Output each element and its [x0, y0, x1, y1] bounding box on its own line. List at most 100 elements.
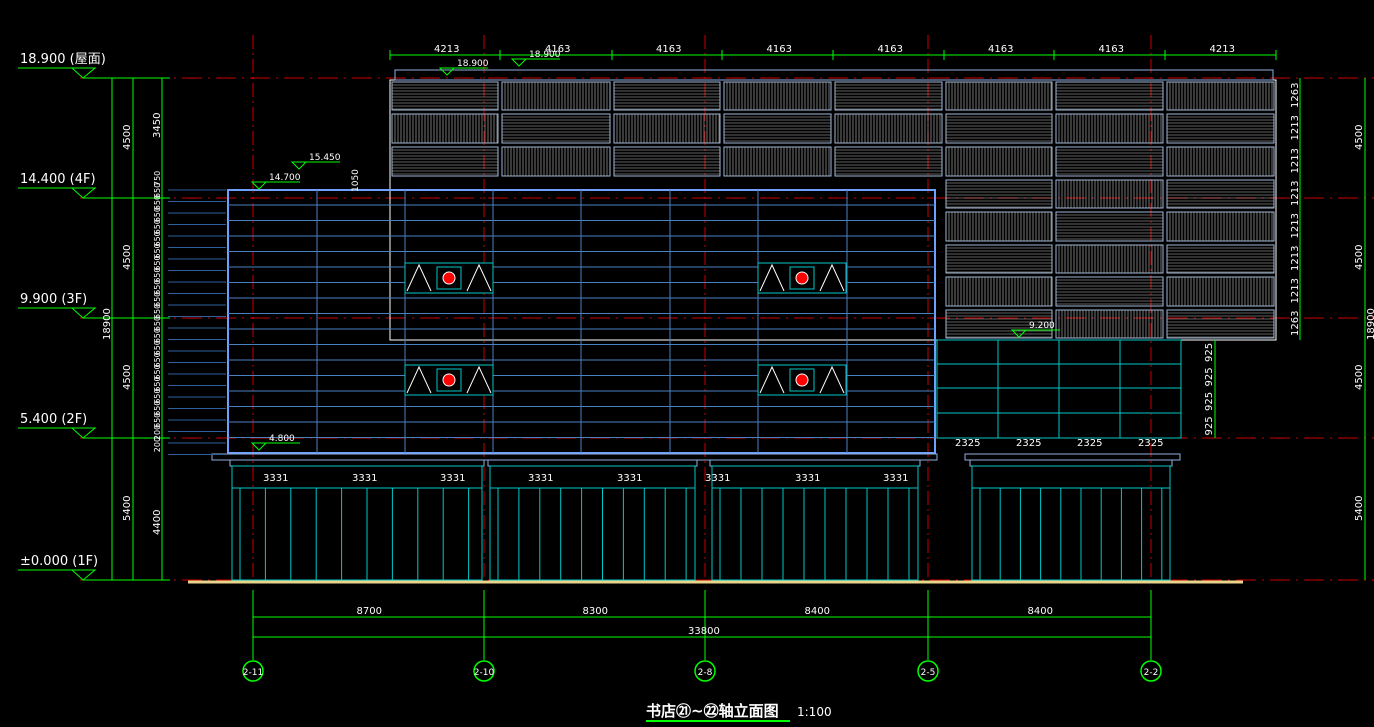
dim-text: 4500: [122, 245, 133, 270]
sub-dim-text: 650: [153, 195, 162, 210]
sub-dim-text: 650: [153, 231, 162, 246]
sub-dim-text: 650: [153, 401, 162, 416]
shop-dim-text: 3331: [528, 473, 553, 484]
dim-text: 1213: [1290, 246, 1301, 271]
triangle-mark: [819, 365, 845, 394]
dim-text: 4213: [434, 44, 459, 55]
shopfronts: [211, 453, 1181, 581]
sub-dim-text: 650: [153, 219, 162, 234]
dim-text: 3450: [152, 113, 163, 138]
louvre-panel: [1055, 309, 1164, 339]
louvre-panel: [1166, 146, 1275, 177]
shop-dim-text: 3331: [617, 473, 642, 484]
axis-label: 2-5: [921, 668, 936, 678]
elev-triangle: [438, 67, 456, 76]
louvre-panel: [945, 276, 1053, 307]
red-marker: [795, 271, 809, 285]
shop-dim-text: 3331: [440, 473, 465, 484]
louvre-panel: [1055, 211, 1164, 242]
dim-text: 8700: [357, 606, 382, 617]
sub-dim-text: 650: [153, 243, 162, 258]
side-dim-text: 2325: [1138, 438, 1163, 449]
dim-text: 4400: [152, 510, 163, 535]
axis-label: 2-10: [474, 668, 495, 678]
triangle-mark: [406, 365, 432, 394]
dim-text: 925: [1204, 343, 1215, 362]
louvre-panel: [945, 113, 1053, 144]
louvre-panel: [1055, 244, 1164, 274]
side-dim-text: 2325: [955, 438, 980, 449]
level-triangle: [70, 187, 97, 199]
louvre-panel: [723, 146, 832, 177]
window-frame: [789, 368, 815, 392]
shop-glazing: [711, 465, 919, 581]
dim-text: 1213: [1290, 115, 1301, 140]
louvre-panel: [945, 146, 1053, 177]
louvre-panel: [1166, 211, 1275, 242]
canopy: [709, 459, 921, 467]
louvre-panel: [1166, 244, 1275, 274]
louvre-panel: [1166, 276, 1275, 307]
dim-text: 925: [1204, 367, 1215, 386]
louvre-panel: [1166, 179, 1275, 209]
shop-dim-text: 3331: [705, 473, 730, 484]
level-triangle: [70, 307, 97, 319]
shop-glazing: [489, 465, 696, 581]
dim-text: 925: [1204, 392, 1215, 411]
axis-bubble: [917, 660, 939, 682]
elev-triangle: [250, 181, 268, 190]
triangle-mark: [466, 365, 492, 394]
feature-window: [404, 364, 494, 396]
axis-bubble: [1140, 660, 1162, 682]
sub-dim-text: 650: [153, 352, 162, 367]
level-label: ±0.000 (1F): [20, 554, 98, 569]
axis-label: 2-2: [1144, 668, 1159, 678]
dim-text: 4500: [1354, 125, 1365, 150]
main-facade: [227, 189, 936, 454]
louvre-panel: [945, 179, 1053, 209]
dim-text: 4213: [1210, 44, 1235, 55]
louvre-panel: [613, 113, 721, 144]
dim-text: 4500: [122, 365, 133, 390]
louvre-panel: [945, 211, 1053, 242]
sub-dim-text: 650: [153, 280, 162, 295]
triangle-mark: [466, 263, 492, 292]
axis-bubble: [242, 660, 264, 682]
red-marker: [442, 373, 456, 387]
triangle-mark: [819, 263, 845, 292]
sub-dim-text: 650: [153, 364, 162, 379]
sub-dim-text: 650: [153, 207, 162, 222]
level-label: 14.400 (4F): [20, 172, 96, 187]
sub-dim-text: 650: [153, 183, 162, 198]
window-frame: [436, 266, 462, 290]
dim-text: 4500: [122, 125, 133, 150]
sub-dim-text: 650: [153, 292, 162, 307]
louvre-panel: [1055, 146, 1164, 177]
level-triangle: [70, 67, 97, 79]
glass-block: [936, 339, 1182, 439]
triangle-mark: [759, 263, 785, 292]
elev-text: 9.200: [1029, 321, 1055, 331]
scale-text: 1:100: [797, 705, 832, 719]
right-dimensions: 1263121312131213121312131213126392592592…: [1204, 78, 1374, 580]
dim-text: 18900: [1366, 308, 1374, 340]
triangle-mark: [406, 263, 432, 292]
red-marker: [795, 373, 809, 387]
canopy: [969, 459, 1173, 467]
level-triangle: [70, 427, 97, 439]
sub-dim-text: 650: [153, 389, 162, 404]
dim-text: 1213: [1290, 278, 1301, 303]
base-beam: [964, 453, 1181, 461]
dim-text: 1213: [1290, 181, 1301, 206]
level-markers: 18.900 (屋面)14.400 (4F)9.900 (3F)5.400 (2…: [18, 52, 170, 581]
canopy: [229, 459, 485, 467]
dim-text: 4500: [1354, 245, 1365, 270]
elev-text: 14.700: [269, 173, 301, 183]
dim-text: 1213: [1290, 213, 1301, 238]
dim-text: 8300: [583, 606, 608, 617]
sub-dim-text: 200: [153, 425, 162, 440]
